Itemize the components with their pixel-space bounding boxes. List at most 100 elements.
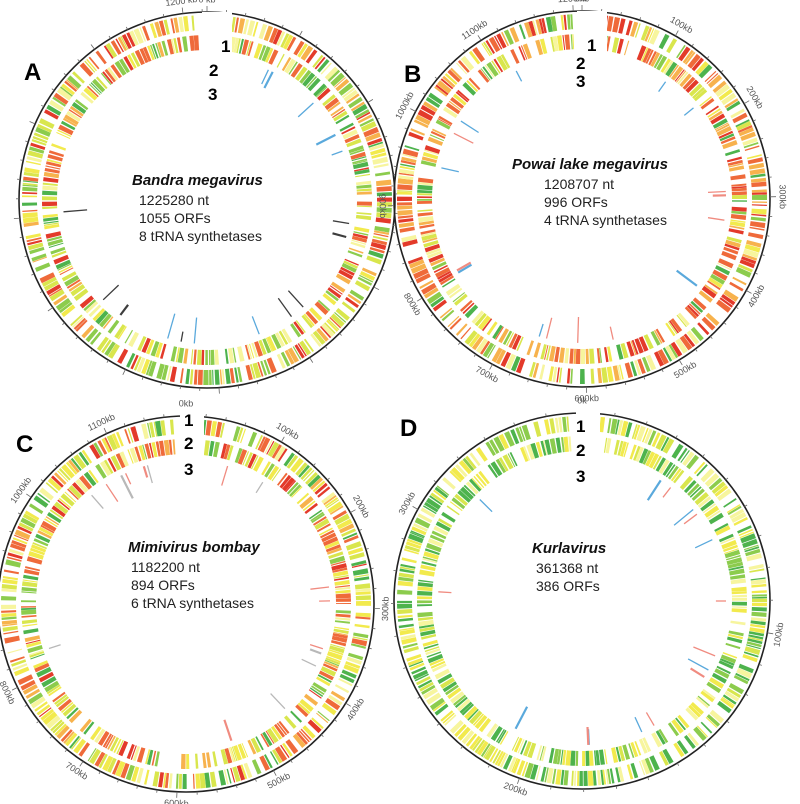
orf-segment (24, 569, 40, 576)
orf-segment (445, 283, 461, 296)
orf-segment (147, 45, 155, 61)
orf-segment (562, 416, 567, 432)
orf-segment (236, 427, 244, 443)
orf-segment (422, 639, 438, 647)
orf-segment (408, 131, 424, 141)
scale-tick (409, 280, 413, 283)
orf-segment (21, 609, 37, 615)
orf-segment (21, 607, 37, 611)
orf-segment (369, 247, 385, 254)
orf-segment (716, 665, 731, 675)
orf-segment (231, 746, 238, 762)
orf-segment (330, 560, 346, 566)
panel-a-trna-count: 8 tRNA synthetases (139, 228, 262, 244)
panel-a-ring-number-2: 2 (209, 61, 218, 80)
orf-segment (638, 336, 649, 352)
orf-segment (742, 654, 758, 663)
orf-segment (368, 141, 384, 148)
orf-segment (74, 99, 89, 111)
orf-segment (507, 453, 516, 468)
scale-tick (393, 570, 397, 572)
orf-segment (11, 659, 27, 667)
orf-segment (456, 62, 468, 75)
scale-tick (744, 504, 748, 507)
orf-segment (280, 744, 290, 758)
orf-segment (730, 219, 746, 223)
orf-segment (667, 722, 680, 737)
scale-tick (745, 693, 749, 696)
scale-tick (49, 735, 53, 739)
orf-segment (618, 18, 626, 34)
orf-segment (653, 329, 663, 344)
orf-segment (309, 509, 323, 520)
orf-segment (208, 440, 215, 457)
orf-segment (401, 637, 417, 645)
orf-segment (25, 160, 41, 166)
orf-segment (52, 721, 65, 734)
orf-segment (361, 267, 377, 277)
orf-segment (690, 300, 704, 313)
orf-segment (626, 341, 635, 357)
scale-tick (24, 255, 28, 258)
scale-tick (702, 454, 705, 458)
orf-segment (335, 589, 351, 594)
orf-segment (349, 552, 365, 561)
orf-segment (103, 459, 114, 474)
orf-segment (742, 253, 758, 261)
orf-segment (265, 47, 274, 63)
orf-segment (528, 20, 537, 37)
orf-segment (231, 16, 236, 33)
orf-segment (717, 700, 732, 714)
orf-segment (342, 87, 356, 99)
orf-segment (459, 701, 473, 714)
orf-segment (398, 623, 414, 629)
orf-segment (322, 94, 336, 107)
orf-segment (366, 255, 382, 265)
scale-tick (422, 92, 426, 95)
orf-segment (533, 342, 541, 358)
orf-segment (437, 673, 453, 684)
orf-segment (62, 117, 77, 127)
orf-segment (709, 709, 725, 724)
scale-tick (363, 303, 367, 306)
orf-segment (526, 340, 534, 356)
orf-segment (81, 324, 95, 339)
orf-segment (532, 362, 540, 378)
orf-segment (487, 344, 496, 359)
orf-segment (1, 604, 17, 610)
orf-segment (617, 365, 622, 380)
orf-segment (330, 643, 346, 649)
orf-segment (451, 467, 465, 481)
orf-segment (45, 482, 59, 494)
orf-segment (181, 753, 186, 769)
orf-segment (321, 323, 335, 337)
orf-segment (59, 302, 73, 314)
orf-segment (460, 486, 474, 500)
scale-tick (0, 649, 4, 652)
scale-tick (339, 333, 342, 336)
orf-segment (722, 140, 738, 150)
scale-tick (766, 566, 771, 568)
orf-segment (324, 66, 339, 81)
scale-tick (324, 345, 328, 349)
orf-segment (628, 743, 635, 758)
orf-segment (604, 749, 608, 765)
orf-segment (168, 773, 173, 789)
orf-segment (20, 600, 36, 603)
orf-segment (651, 432, 661, 448)
orf-segment (719, 658, 735, 666)
orf-segment (679, 475, 693, 490)
orf-segment (303, 338, 314, 352)
orf-segment (205, 350, 208, 366)
orf-segment (429, 658, 445, 666)
orf-segment (351, 563, 367, 568)
orf-segment (102, 71, 114, 85)
ring3-mark (438, 591, 452, 594)
orf-segment (583, 770, 588, 786)
orf-segment (658, 459, 670, 474)
orf-segment (630, 361, 638, 377)
orf-segment (2, 576, 18, 581)
orf-segment (599, 417, 606, 433)
orf-segment (711, 672, 727, 684)
orf-segment (324, 659, 340, 667)
